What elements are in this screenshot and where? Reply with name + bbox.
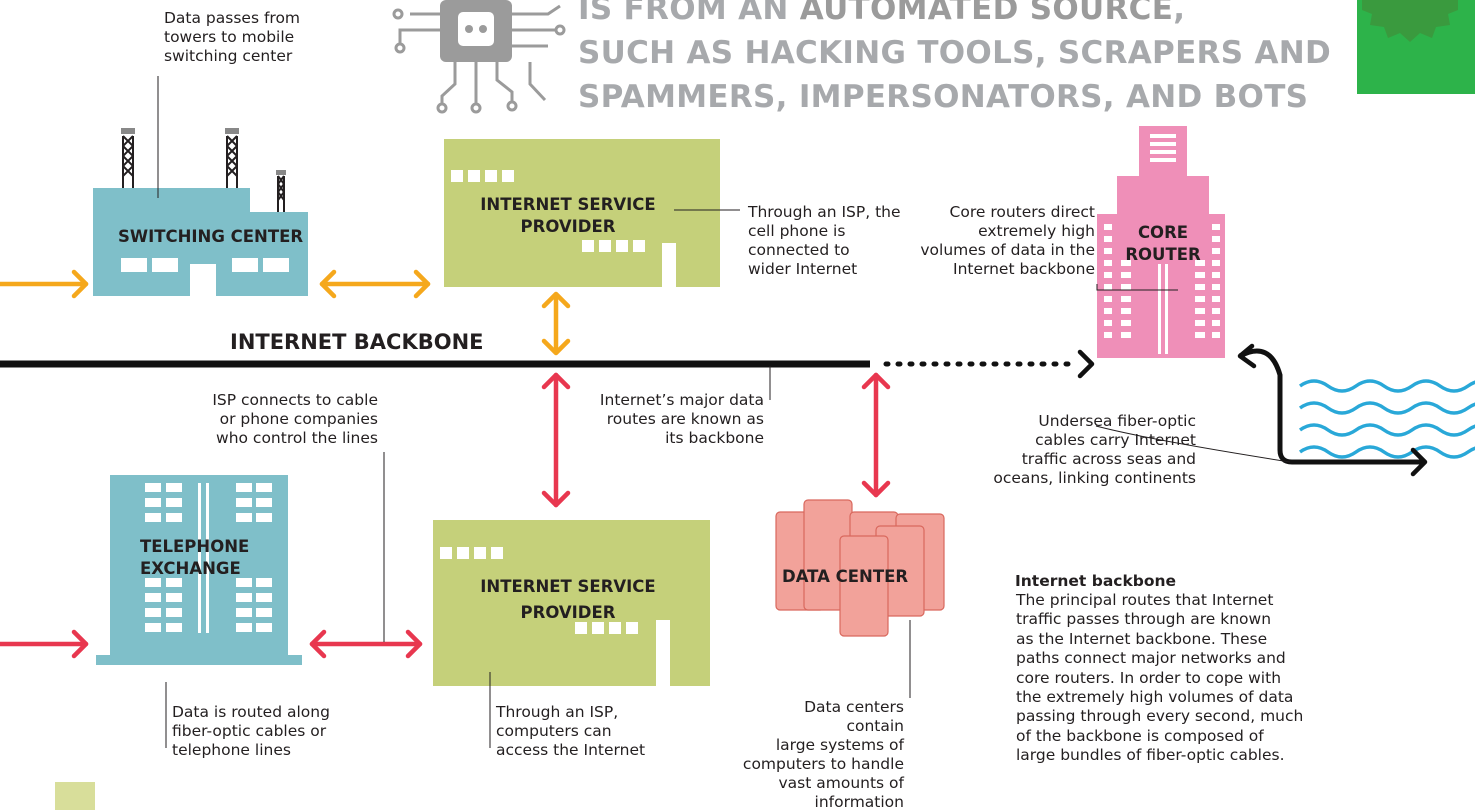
annotation-cable-companies-line3: who control the lines — [216, 429, 378, 447]
backbone-label: INTERNET BACKBONE — [230, 330, 484, 354]
annotation-isp-bottom-line1: Through an ISP, — [496, 703, 619, 721]
telephone-exchange-building — [96, 475, 302, 665]
annotation-isp-top-line2: cell phone is — [748, 222, 846, 240]
robot-chip-icon — [392, 0, 566, 114]
annotation-data-centers: Data centers contain large systems of co… — [742, 698, 904, 812]
info-box-line6: the extremely high volumes of data — [1016, 688, 1294, 707]
info-box-title: Internet backbone — [1015, 572, 1177, 590]
annotation-cable-companies-line2: or phone companies — [219, 410, 378, 428]
annotation-fiber-lines-line2: fiber-optic cables or — [172, 722, 327, 740]
radio-tower-icons — [121, 128, 286, 212]
isp-bottom-label-line1: INTERNET SERVICE — [480, 577, 656, 596]
annotation-data-centers-line3: computers to handle — [742, 755, 904, 773]
info-box-line3: as the Internet backbone. These — [1016, 629, 1268, 648]
annotation-undersea-line1: Undersea fiber-optic — [1038, 412, 1196, 430]
data-center-servers — [775, 499, 945, 637]
info-box-line8: of the backbone is composed of — [1016, 726, 1264, 745]
isp-top-label-line2: PROVIDER — [520, 217, 616, 236]
backbone-arrowhead — [1077, 349, 1095, 379]
annotation-core-router: Core routers direct extremely high volum… — [895, 203, 1095, 279]
annotation-isp-bottom-line2: computers can — [496, 722, 612, 740]
annotation-isp-bottom-line3: access the Internet — [496, 741, 646, 759]
isp-top-label-line1: INTERNET SERVICE — [480, 195, 656, 214]
header-line-3: SPAMMERS, IMPERSONATORS, AND BOTS — [578, 79, 1309, 115]
telephone-exchange-label-line2: EXCHANGE — [140, 559, 241, 578]
annotation-major-routes-line2: routes are known as — [606, 410, 764, 428]
red-arrows — [0, 372, 891, 659]
annotation-major-routes-line3: its backbone — [665, 429, 764, 447]
annotation-isp-top-line4: wider Internet — [748, 260, 858, 278]
core-router-label: CORE ROUTER — [1110, 222, 1216, 266]
core-router-building — [1097, 126, 1225, 358]
data-center-label: DATA CENTER — [782, 567, 909, 586]
annotation-fiber-lines: Data is routed along fiber-optic cables … — [172, 703, 330, 760]
annotation-core-router-line1: Core routers direct — [949, 203, 1095, 221]
info-box-line1: The principal routes that Internet — [1016, 591, 1274, 609]
isp-bottom-label: INTERNET SERVICE PROVIDER — [460, 574, 676, 626]
info-box-line2: traffic passes through are known — [1016, 610, 1272, 629]
annotation-core-router-line4: Internet backbone — [953, 260, 1095, 278]
annotation-towers-line3: switching center — [164, 47, 293, 65]
gear-icon — [1357, 0, 1475, 94]
annotation-isp-top-line3: connected to — [748, 241, 850, 259]
telephone-exchange-label-line1: TELEPHONE — [140, 537, 250, 556]
switching-center-windows — [121, 258, 289, 272]
legend-swatch — [55, 782, 95, 810]
annotation-cable-companies-line1: ISP connects to cable — [212, 391, 378, 409]
annotation-data-centers-line2: large systems of — [775, 736, 904, 754]
core-router-label-line2: ROUTER — [1125, 245, 1201, 264]
annotation-cable-companies: ISP connects to cable or phone companies… — [176, 391, 378, 448]
isp-top-label: INTERNET SERVICE PROVIDER — [460, 194, 676, 238]
isp-bottom-label-line2: PROVIDER — [520, 603, 616, 622]
switching-center-label: SWITCHING CENTER — [118, 227, 304, 246]
info-box-line9: large bundles of fiber-optic cables. — [1016, 746, 1285, 765]
info-box-line7: passing through every second, much — [1016, 707, 1304, 726]
annotation-undersea-line4: oceans, linking continents — [993, 469, 1196, 487]
annotation-major-routes: Internet’s major data routes are known a… — [592, 391, 764, 448]
annotation-major-routes-line1: Internet’s major data — [599, 391, 764, 409]
annotation-towers: Data passes from towers to mobile switch… — [164, 9, 300, 66]
core-router-label-line1: CORE — [1137, 223, 1189, 242]
isp-bottom-building — [433, 520, 710, 686]
annotation-fiber-lines-line1: Data is routed along — [172, 703, 330, 721]
annotation-towers-line2: towers to mobile — [164, 28, 295, 46]
header-line-2: SUCH AS HACKING TOOLS, SCRAPERS AND — [578, 35, 1332, 71]
annotation-undersea-line2: cables carry Internet — [1035, 431, 1196, 449]
info-box-line5: core routers. In order to cope with — [1016, 668, 1282, 687]
annotation-undersea-line3: traffic across seas and — [1021, 450, 1196, 468]
annotation-data-centers-line4: vast amounts of — [778, 774, 905, 792]
annotation-undersea: Undersea fiber-optic cables carry Intern… — [990, 412, 1196, 488]
annotation-isp-top: Through an ISP, the cell phone is connec… — [748, 203, 901, 279]
leader-lines — [157, 76, 1291, 748]
yellow-arrows — [0, 269, 571, 356]
annotation-data-centers-line1: Data centers contain — [804, 698, 904, 735]
annotation-data-centers-line5: information — [814, 793, 904, 811]
annotation-towers-line1: Data passes from — [164, 9, 301, 27]
annotation-fiber-lines-line3: telephone lines — [172, 741, 291, 759]
info-box-body: The principal routes that Internet traff… — [1016, 591, 1315, 766]
annotation-core-router-line2: extremely high — [978, 222, 1095, 240]
undersea-cable — [1237, 343, 1475, 477]
annotation-isp-top-line1: Through an ISP, the — [748, 203, 901, 221]
info-box-line4: paths connect major networks and — [1016, 649, 1286, 668]
telephone-exchange-label: TELEPHONE EXCHANGE — [140, 536, 249, 580]
header-line-1: IS FROM AN AUTOMATED SOURCE, — [578, 0, 1186, 27]
annotation-core-router-line3: volumes of data in the — [920, 241, 1095, 259]
annotation-isp-bottom: Through an ISP, computers can access the… — [496, 703, 645, 760]
info-box: Internet backbone The principal routes t… — [1015, 571, 1315, 766]
